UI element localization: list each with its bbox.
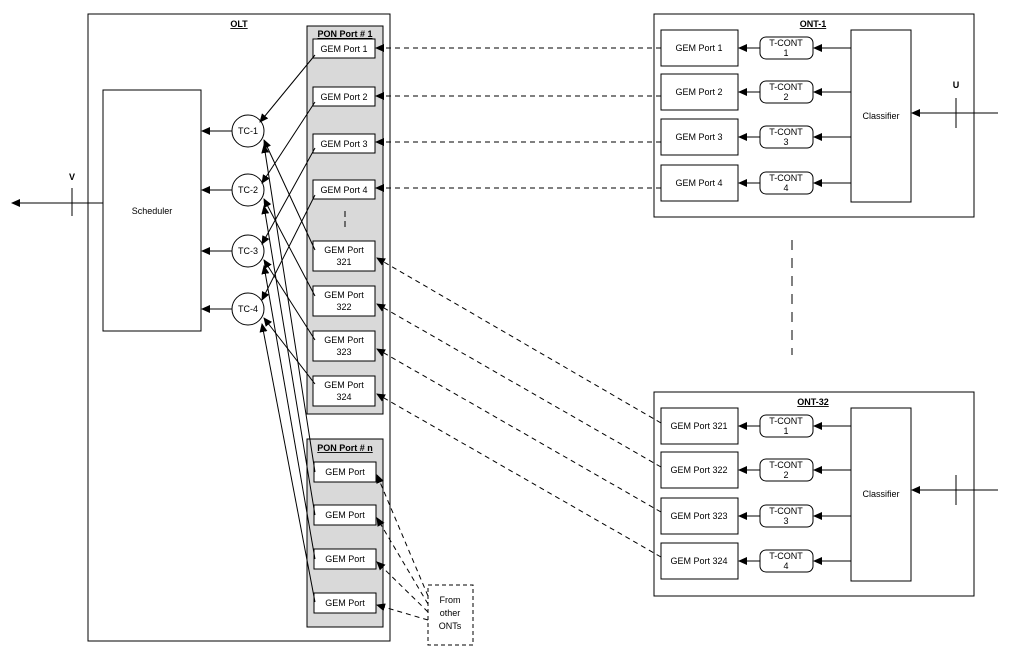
olt-gem-port-n4	[313, 592, 377, 614]
gemn1-to-tc1	[261, 144, 316, 473]
ont32-tcont-3-label-b: 3	[783, 516, 788, 526]
from-other-onts-line-3: ONTs	[439, 621, 462, 631]
ont1-gem-port-2-label: GEM Port 2	[675, 87, 722, 97]
olt-gem-port-323	[312, 330, 376, 362]
olt-gem-port-323-label-a: GEM Port	[324, 335, 364, 345]
ont32-gem322-to-olt	[376, 303, 662, 468]
olt-gem-port-4-label: GEM Port 4	[320, 185, 367, 195]
tc-3: TC-3	[231, 234, 265, 268]
olt-gem-port-321-label-a: GEM Port	[324, 245, 364, 255]
from-other-onts-line-1: From	[440, 595, 461, 605]
olt-gem-port-321	[312, 240, 376, 272]
ont1-tcont-4-label-b: 4	[783, 183, 788, 193]
tc-1-label: TC-1	[238, 126, 258, 136]
tc-1: TC-1	[231, 114, 265, 148]
ont1-tcont-4-label-a: T-CONT	[769, 173, 803, 183]
olt-gem-port-2-label: GEM Port 2	[320, 92, 367, 102]
ont32-gem-port-324	[660, 542, 739, 580]
olt-gem-port-n3-label: GEM Port	[325, 554, 365, 564]
gemn3-to-tc3	[261, 265, 316, 560]
olt-gem-port-324-label-b: 324	[336, 392, 351, 402]
ont-1-title: ONT-1	[800, 19, 827, 29]
ont1-classifier-label: Classifier	[862, 111, 899, 121]
v-interface-label: V	[69, 172, 75, 182]
ont1-gem-port-1-label: GEM Port 1	[675, 43, 722, 53]
from-other-onts-box	[427, 584, 474, 646]
gemn4-to-tc4	[259, 323, 316, 603]
gem323-to-tc3	[263, 259, 316, 341]
gem1-to-tc1	[259, 54, 316, 123]
olt-gem-port-1-label: GEM Port 1	[320, 44, 367, 54]
ont32-gem-port-321-label: GEM Port 321	[670, 421, 727, 431]
olt-gem-port-324	[312, 375, 376, 407]
olt-gem-port-n2-label: GEM Port	[325, 510, 365, 520]
gem324-to-tc4	[263, 317, 316, 385]
ont32-gem-port-322	[660, 451, 739, 489]
ont32-gem324-to-olt	[376, 393, 662, 558]
gem322-to-tc2	[263, 198, 316, 297]
gem4-to-tc4	[261, 194, 316, 301]
ont32-tcont-4-label-b: 4	[783, 561, 788, 571]
ont1-classifier	[850, 29, 912, 203]
tc-2: TC-2	[231, 173, 265, 207]
ont1-gem-port-4	[660, 164, 739, 202]
olt-gem-port-321-label-b: 321	[336, 257, 351, 267]
olt-gem-port-322-label-a: GEM Port	[324, 290, 364, 300]
u-interface-label: U	[953, 80, 960, 90]
ont32-tcont-2-label-b: 2	[783, 470, 788, 480]
olt-gem-port-324-label-a: GEM Port	[324, 380, 364, 390]
olt-gem-port-n1-label: GEM Port	[325, 467, 365, 477]
ont-32-title: ONT-32	[797, 397, 829, 407]
ont1-gem-port-3	[660, 118, 739, 156]
gemn2-to-tc2	[261, 205, 316, 516]
ont32-tcont-2-label-a: T-CONT	[769, 460, 803, 470]
ont32-tcont-1-label-b: 1	[783, 426, 788, 436]
ont32-gem321-to-olt	[376, 257, 662, 424]
olt-gem-port-n4-label: GEM Port	[325, 598, 365, 608]
olt-gem-port-323-label-b: 323	[336, 347, 351, 357]
olt-gem-port-n2	[313, 504, 377, 526]
ont1-gem-port-4-label: GEM Port 4	[675, 178, 722, 188]
ont1-tcont-1-label-a: T-CONT	[769, 38, 803, 48]
olt-gem-port-n1	[313, 461, 377, 483]
olt-gem-port-3-label: GEM Port 3	[320, 139, 367, 149]
ont1-tcont-1-label-b: 1	[783, 48, 788, 58]
olt-gem-port-322	[312, 285, 376, 317]
pon-port-1-title: PON Port # 1	[317, 29, 372, 39]
other-onts-to-gem-n1	[376, 474, 429, 597]
ont32-tcont-3-label-a: T-CONT	[769, 506, 803, 516]
olt-gem-port-n3	[313, 548, 377, 570]
tc-3-label: TC-3	[238, 246, 258, 256]
ont32-gem-port-324-label: GEM Port 324	[670, 556, 727, 566]
olt-title: OLT	[230, 19, 248, 29]
tc-4-label: TC-4	[238, 304, 258, 314]
ont1-tcont-2-label-b: 2	[783, 92, 788, 102]
ont1-gem-port-3-label: GEM Port 3	[675, 132, 722, 142]
pon-port-n-title: PON Port # n	[317, 443, 373, 453]
tc-2-label: TC-2	[238, 185, 258, 195]
olt-gem-port-322-label-b: 322	[336, 302, 351, 312]
other-onts-to-gem-n2	[376, 517, 429, 605]
gem321-to-tc1	[263, 139, 316, 251]
ont32-classifier-label: Classifier	[862, 489, 899, 499]
gem2-to-tc2	[261, 101, 316, 184]
ont1-tcont-3-label-a: T-CONT	[769, 127, 803, 137]
gem3-to-tc3	[261, 147, 316, 245]
ont1-gem-port-2	[660, 73, 739, 111]
other-onts-to-gem-n3	[376, 561, 429, 613]
scheduler-box	[102, 89, 202, 332]
tc-4: TC-4	[231, 292, 265, 326]
ont32-tcont-4-label-a: T-CONT	[769, 551, 803, 561]
ont32-gem323-to-olt	[376, 348, 662, 513]
ont1-tcont-3-label-b: 3	[783, 137, 788, 147]
ont32-tcont-1-label-a: T-CONT	[769, 416, 803, 426]
ont32-gem-port-323-label: GEM Port 323	[670, 511, 727, 521]
from-other-onts-line-2: other	[440, 608, 461, 618]
ont1-tcont-2-label-a: T-CONT	[769, 82, 803, 92]
ont32-classifier	[850, 407, 912, 582]
scheduler-label: Scheduler	[132, 206, 173, 216]
ont32-gem-port-322-label: GEM Port 322	[670, 465, 727, 475]
